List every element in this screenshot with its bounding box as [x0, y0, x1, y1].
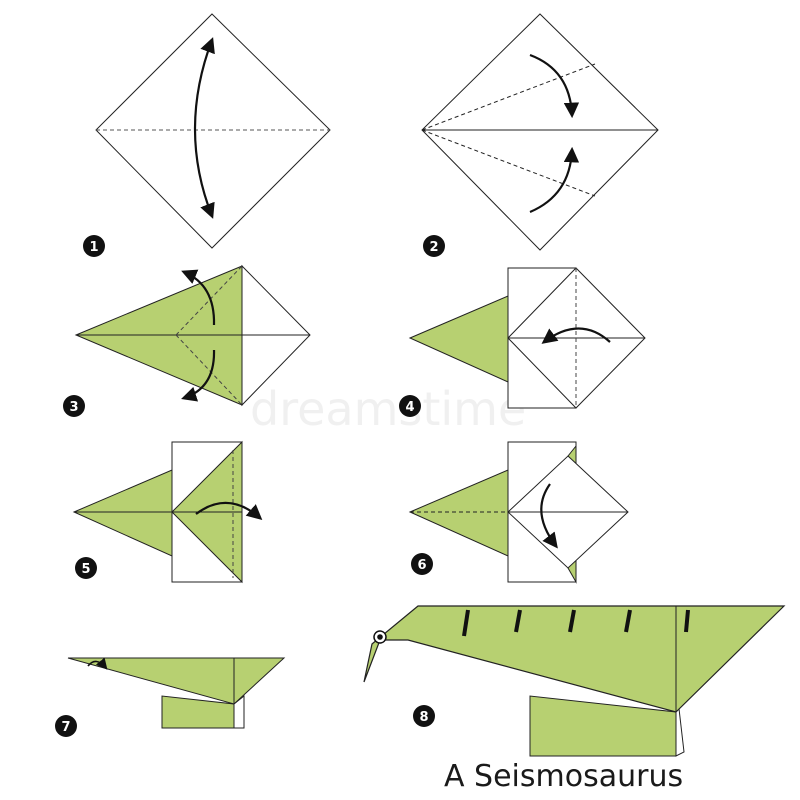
fold-arrow: [181, 349, 216, 402]
step-number: 8: [419, 710, 428, 725]
watermark-text: dreamstime: [250, 382, 526, 436]
step-number: 7: [61, 720, 70, 735]
seismosaurus-body: [363, 605, 786, 713]
step-badge-6: 6: [411, 553, 433, 575]
fold-arrow: [195, 501, 263, 521]
step-number: 4: [405, 400, 414, 415]
step-badge-1: 1: [83, 235, 105, 257]
fold-arrow: [540, 483, 558, 549]
fold-arrow: [193, 37, 215, 219]
fold-arrow: [529, 146, 580, 214]
step-6-diagram: [408, 441, 629, 584]
step-5-diagram: [72, 440, 263, 584]
step-7-diagram: [67, 657, 286, 729]
step-1-diagram: [95, 13, 331, 249]
step-2-diagram: [421, 13, 659, 251]
step-badge-5: 5: [75, 557, 97, 579]
fold-arrow: [541, 327, 611, 344]
step-badge-8: 8: [413, 705, 435, 727]
back-spikes: [462, 609, 690, 637]
fold-arrow: [87, 657, 108, 670]
step-badge-4: 4: [399, 395, 421, 417]
step-number: 2: [429, 240, 438, 255]
fold-arrow: [529, 53, 580, 119]
step-8-diagram: [363, 605, 786, 757]
step-badge-7: 7: [55, 715, 77, 737]
watermark: dreamstime: [250, 382, 526, 436]
model-title: A Seismosaurus: [444, 759, 683, 794]
step-badge-2: 2: [423, 235, 445, 257]
step-number: 3: [69, 400, 78, 415]
step-number: 6: [417, 558, 426, 573]
fold-arrow: [181, 269, 216, 326]
step-badge-3: 3: [63, 395, 85, 417]
step-number: 1: [89, 240, 98, 255]
step-3-diagram: [74, 264, 311, 407]
step-number: 5: [81, 562, 90, 577]
step-4-diagram: [408, 267, 646, 409]
